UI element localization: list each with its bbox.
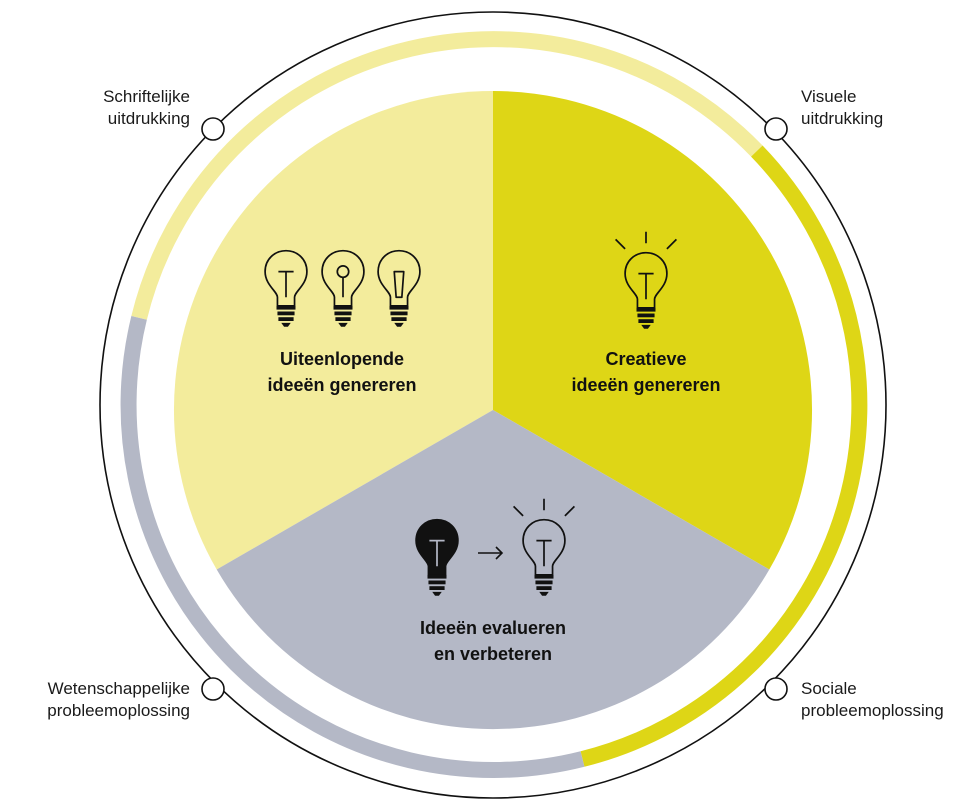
- label-visuele-line1: Visuele: [801, 87, 857, 106]
- label-schriftelijke-uitdrukking: Schriftelijke uitdrukking: [103, 86, 190, 130]
- node-circle-bottom-left: [201, 677, 225, 701]
- arrow-right-icon: [478, 546, 504, 560]
- label-sociale-probleemoplossing: Sociale probleemoplossing: [801, 678, 944, 722]
- label-visuele-line2: uitdrukking: [801, 109, 884, 128]
- arc-band: [120, 31, 868, 778]
- label-wetenschappelijke-line2: probleemoplossing: [47, 701, 190, 720]
- label-schriftelijke-line2: uitdrukking: [107, 109, 190, 128]
- segment-top-right: [493, 91, 813, 570]
- label-sociale-line1: Sociale: [801, 679, 857, 698]
- segment-top-left: [173, 91, 493, 570]
- segment-top-right-title-line1: Creatieve: [605, 349, 686, 369]
- segment-bottom-title-line2: en verbeteren: [434, 644, 552, 664]
- pie: [173, 91, 813, 730]
- segment-top-right-title-line2: ideeën genereren: [571, 375, 720, 395]
- segment-top-left-title-line1: Uiteenlopende: [280, 349, 404, 369]
- arc-light-yellow: [131, 31, 763, 320]
- segment-bottom-title-line1: Ideeën evalueren: [420, 618, 566, 638]
- outer-ring: [99, 11, 887, 799]
- lightbulb-round-filament-icon: [321, 249, 365, 327]
- arc-gray: [120, 315, 585, 778]
- arc-yellow: [580, 145, 868, 767]
- lightbulb-trapezoid-filament-icon: [377, 249, 421, 327]
- label-visuele-uitdrukking: Visuele uitdrukking: [801, 86, 883, 130]
- label-wetenschappelijke-line1: Wetenschappelijke: [47, 679, 190, 698]
- segment-bottom: [216, 410, 770, 730]
- label-sociale-line2: probleemoplossing: [801, 701, 944, 720]
- lightbulb-filament-icon: [264, 249, 308, 327]
- node-circle-top-right: [764, 117, 788, 141]
- lightbulb-shining-icon: [614, 231, 678, 329]
- node-circle-top-left: [201, 117, 225, 141]
- segment-top-left-title-line2: ideeën genereren: [267, 375, 416, 395]
- label-wetenschappelijke-probleemoplossing: Wetenschappelijke probleemoplossing: [47, 678, 190, 722]
- node-circle-bottom-right: [764, 677, 788, 701]
- label-schriftelijke-line1: Schriftelijke: [103, 87, 190, 106]
- lightbulb-shining-icon: [512, 498, 576, 596]
- lightbulb-filled-icon: [415, 518, 459, 596]
